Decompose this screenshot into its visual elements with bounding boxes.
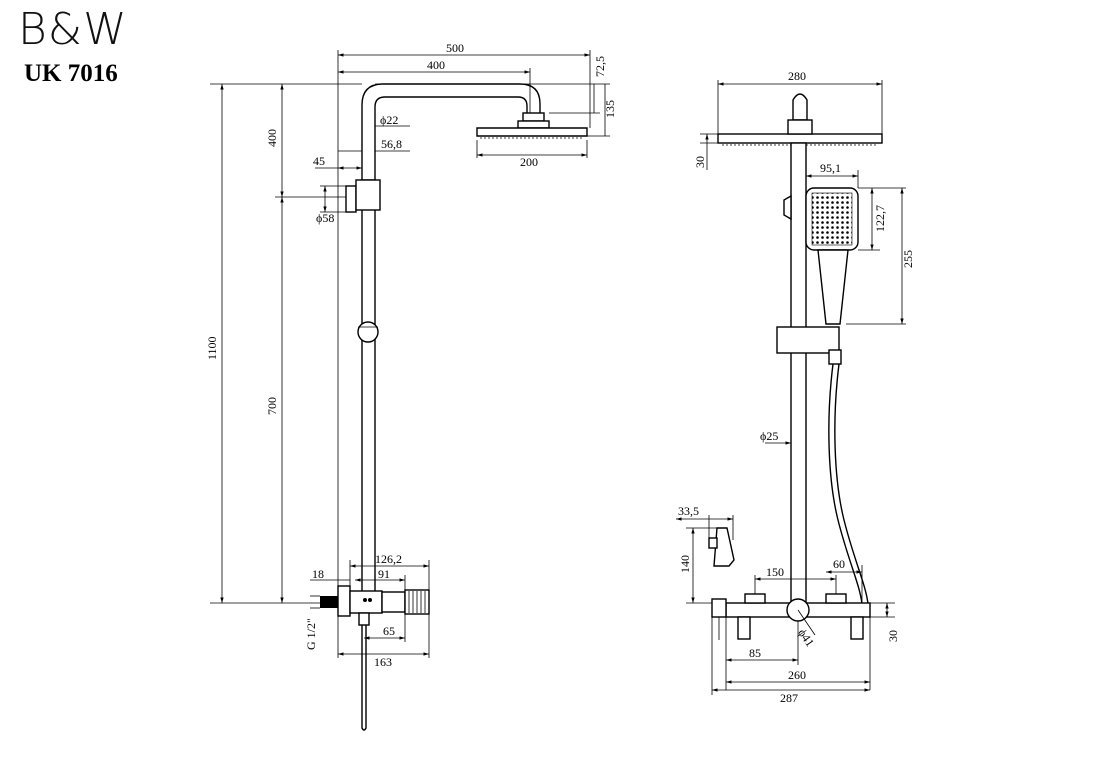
mixer-body — [349, 590, 383, 614]
hose-connector — [828, 349, 842, 365]
dim-18: 18 — [312, 567, 324, 581]
dim-33-5: 33,5 — [678, 504, 699, 518]
rain-shower-head — [476, 127, 588, 137]
dim-65: 65 — [383, 624, 395, 638]
hose-front — [828, 363, 863, 605]
dim-phi22: ϕ22 — [380, 113, 398, 127]
front-view: 280 30 95,1 122,7 255 ϕ25 33,5 140 150 6… — [676, 69, 915, 705]
dim-95-1: 95,1 — [820, 161, 841, 175]
dim-122-7: 122,7 — [873, 205, 887, 232]
wall-flange — [337, 585, 351, 617]
side-dimensions — [210, 50, 610, 658]
dim-150: 150 — [766, 565, 784, 579]
dim-phi41: ϕ41 — [795, 626, 817, 649]
head-connector — [787, 119, 813, 135]
riser-pipe — [361, 179, 376, 606]
spray-face — [811, 192, 853, 246]
dim-45: 45 — [313, 154, 325, 168]
hose-front-inner — [834, 363, 869, 605]
arm-nut — [522, 112, 545, 122]
dim-255: 255 — [901, 250, 915, 268]
wall-bracket — [345, 185, 357, 213]
dim-163: 163 — [374, 655, 392, 669]
dim-200: 200 — [520, 155, 538, 169]
side-view: 500 400 72,5 135 ϕ22 56,8 45 200 ϕ58 110… — [205, 41, 617, 731]
dim-280: 280 — [788, 69, 806, 83]
dim-126-2: 126,2 — [375, 552, 402, 566]
dim-400-vertical: 400 — [265, 129, 279, 147]
bidet-spray — [713, 527, 735, 567]
mixer-connector — [381, 591, 406, 613]
head-ball-joint — [792, 93, 808, 121]
leg-right — [850, 616, 864, 640]
dim-85: 85 — [749, 646, 761, 660]
wall-inlet — [320, 596, 338, 608]
bidet-holder — [711, 598, 727, 618]
riser-pipe-front — [790, 142, 807, 604]
head-joint — [517, 120, 550, 129]
dim-1100: 1100 — [205, 336, 219, 360]
hose-outlet — [358, 612, 370, 626]
hose — [361, 625, 367, 731]
bracket-collar — [355, 179, 381, 211]
mixer-dot — [368, 598, 372, 602]
slider-knob — [357, 321, 379, 343]
outlet-left — [744, 593, 766, 604]
brand-logo: B&W — [18, 4, 128, 55]
dim-30-bottom: 30 — [886, 630, 900, 642]
handle-knurl — [408, 591, 426, 613]
mixer-dot — [363, 598, 367, 602]
dim-135: 135 — [603, 100, 617, 118]
dim-56-8: 56,8 — [381, 137, 402, 151]
dim-phi58: ϕ58 — [316, 211, 334, 225]
bidet-lever — [708, 537, 718, 549]
model-number: UK 7016 — [24, 60, 118, 87]
dim-700: 700 — [265, 397, 279, 415]
dim-60: 60 — [833, 557, 845, 571]
wall-bracket-side — [783, 194, 792, 221]
leg-left — [737, 616, 751, 640]
dim-phi25: ϕ25 — [760, 429, 778, 443]
dim-500: 500 — [446, 41, 464, 55]
overhead-arm-inner — [374, 96, 528, 180]
square-shower-head — [717, 133, 883, 144]
dim-g12: G 1/2" — [304, 618, 318, 650]
dim-140: 140 — [678, 555, 692, 573]
slider-bar — [776, 326, 840, 354]
front-dimensions — [676, 80, 906, 695]
dim-260: 260 — [788, 668, 806, 682]
outlet-right — [825, 593, 847, 604]
dim-91: 91 — [378, 567, 390, 581]
dim-287: 287 — [780, 691, 798, 705]
dim-400: 400 — [427, 58, 445, 72]
dim-30-top: 30 — [693, 156, 707, 168]
hand-shower-handle — [817, 249, 849, 325]
dim-72-5: 72,5 — [593, 56, 607, 77]
